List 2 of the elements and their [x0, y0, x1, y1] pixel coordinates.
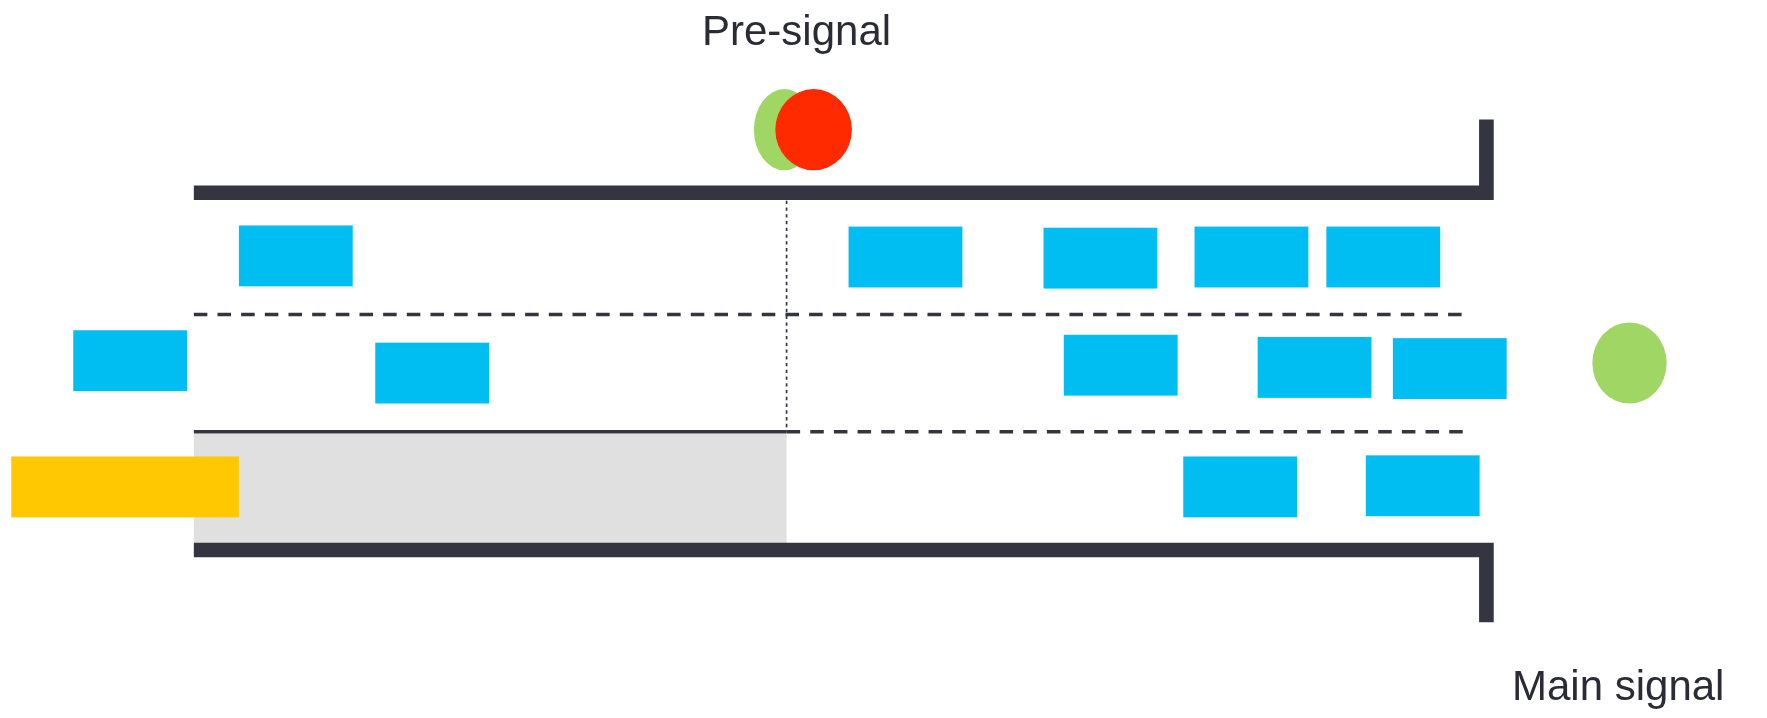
signal-label: Pre-signal — [702, 10, 892, 52]
signal-label: Main signal — [1512, 665, 1725, 707]
